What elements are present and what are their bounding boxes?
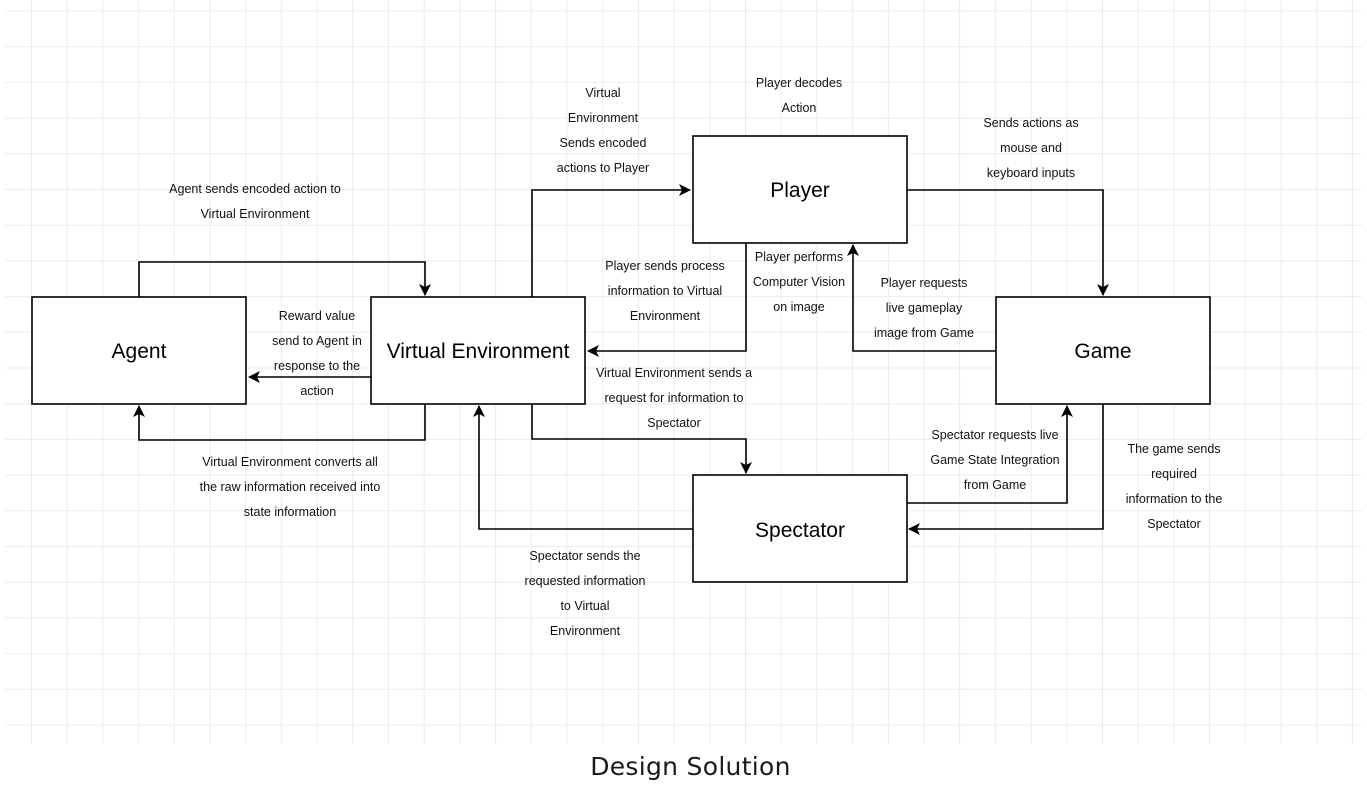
edge-agent-to-ve — [138, 261, 431, 297]
label-ve-to-player: Virtual Environment Sends encoded action… — [556, 86, 650, 175]
label-player-requests-image: Player requests live gameplay image from… — [873, 276, 975, 340]
label-player-decodes: Player decodes Action — [755, 76, 843, 115]
node-game: Game — [995, 296, 1211, 405]
edge-game-to-player — [847, 244, 996, 352]
node-virtual-environment-label: Virtual Environment — [387, 340, 570, 363]
node-player: Player — [692, 135, 908, 244]
edge-ve-to-spectator — [531, 404, 752, 474]
label-player-cv: Player performs Computer Vision on image — [752, 250, 846, 314]
label-game-to-spectator: The game sends required information to t… — [1125, 442, 1223, 531]
edge-spectator-to-game — [907, 405, 1073, 504]
edge-player-to-game — [907, 189, 1109, 296]
label-player-to-game: Sends actions as mouse and keyboard inpu… — [983, 116, 1079, 180]
edge-player-to-ve — [587, 243, 747, 357]
label-ve-converts: Virtual Environment converts all the raw… — [199, 455, 381, 519]
label-reward-value: Reward value send to Agent in response t… — [272, 309, 362, 398]
edge-game-to-spectator — [908, 404, 1104, 535]
label-spectator-to-ve: Spectator sends the requested informatio… — [524, 549, 646, 638]
label-agent-to-ve: Agent sends encoded action to Virtual En… — [169, 182, 341, 221]
figure-caption: Design Solution — [590, 752, 791, 781]
node-spectator-label: Spectator — [755, 519, 845, 542]
label-spectator-requests-gsi: Spectator requests live Game State Integ… — [930, 428, 1060, 492]
edge-ve-converts-to-agent — [133, 404, 426, 441]
edge-ve-to-player — [531, 184, 691, 297]
node-agent-label: Agent — [112, 340, 167, 363]
node-player-label: Player — [770, 179, 830, 202]
label-player-to-ve: Player sends process information to Virt… — [605, 259, 725, 323]
node-spectator: Spectator — [692, 474, 908, 583]
node-virtual-environment: Virtual Environment — [370, 296, 586, 405]
edge-spectator-to-ve — [473, 405, 693, 530]
node-agent: Agent — [31, 296, 247, 405]
node-game-label: Game — [1074, 340, 1131, 363]
label-ve-to-spectator: Virtual Environment sends a request for … — [595, 366, 753, 430]
